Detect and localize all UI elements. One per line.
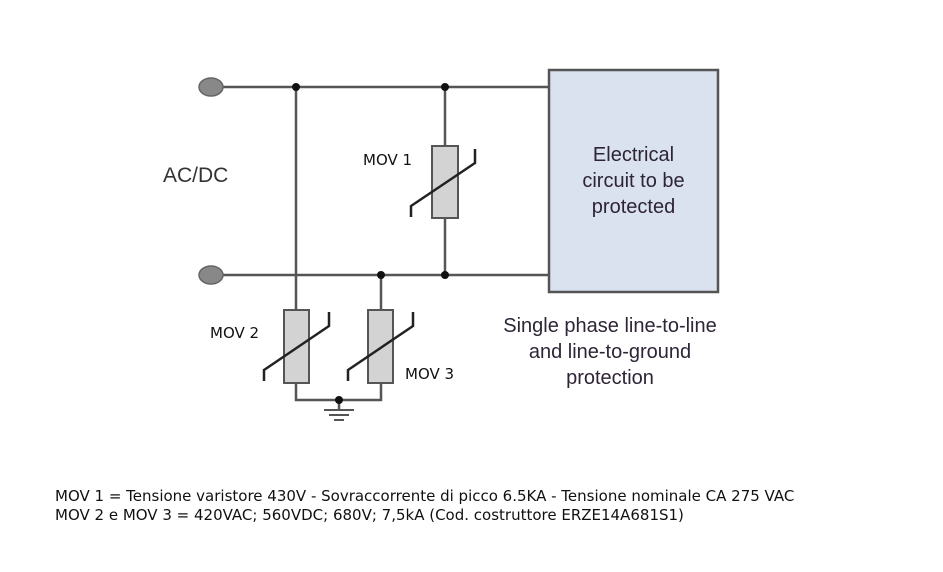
- note-mov1: MOV 1 = Tensione varistore 430V - Sovrac…: [55, 487, 795, 505]
- load-block-line: circuit to be: [582, 170, 685, 192]
- mov2-varistor-icon: [262, 309, 331, 384]
- source-label: AC/DC: [163, 164, 229, 187]
- junction-node: [377, 271, 385, 279]
- terminal-top: [198, 77, 224, 97]
- mov1-label: MOV 1: [363, 151, 413, 169]
- caption-line: protection: [566, 367, 654, 389]
- load-block-line: Electrical: [592, 144, 675, 166]
- junction-nodes: [292, 83, 449, 404]
- component-notes: MOV 1 = Tensione varistore 430V - Sovrac…: [55, 487, 794, 525]
- load-block: [547, 68, 720, 294]
- mov3-varistor-icon: [346, 309, 415, 384]
- load-block-label: Electrical circuit to be protected: [549, 70, 718, 220]
- load-block-line: protected: [591, 196, 676, 218]
- junction-node: [441, 271, 449, 279]
- caption-line: Single phase line-to-line: [503, 315, 717, 337]
- caption-line: and line-to-ground: [528, 341, 692, 363]
- mov3-label: MOV 3: [405, 365, 455, 383]
- junction-node: [441, 83, 449, 91]
- mov1-varistor-icon: [409, 145, 477, 219]
- junction-node: [335, 396, 343, 404]
- diagram-caption: Single phase line-to-line and line-to-gr…: [440, 313, 780, 391]
- terminal-bottom: [198, 265, 224, 285]
- note-mov2-mov3: MOV 2 e MOV 3 = 420VAC; 560VDC; 680V; 7,…: [55, 506, 684, 524]
- ground-icon: [324, 409, 354, 421]
- junction-node: [292, 83, 300, 91]
- wires: [222, 85, 549, 410]
- mov2-label: MOV 2: [210, 324, 260, 342]
